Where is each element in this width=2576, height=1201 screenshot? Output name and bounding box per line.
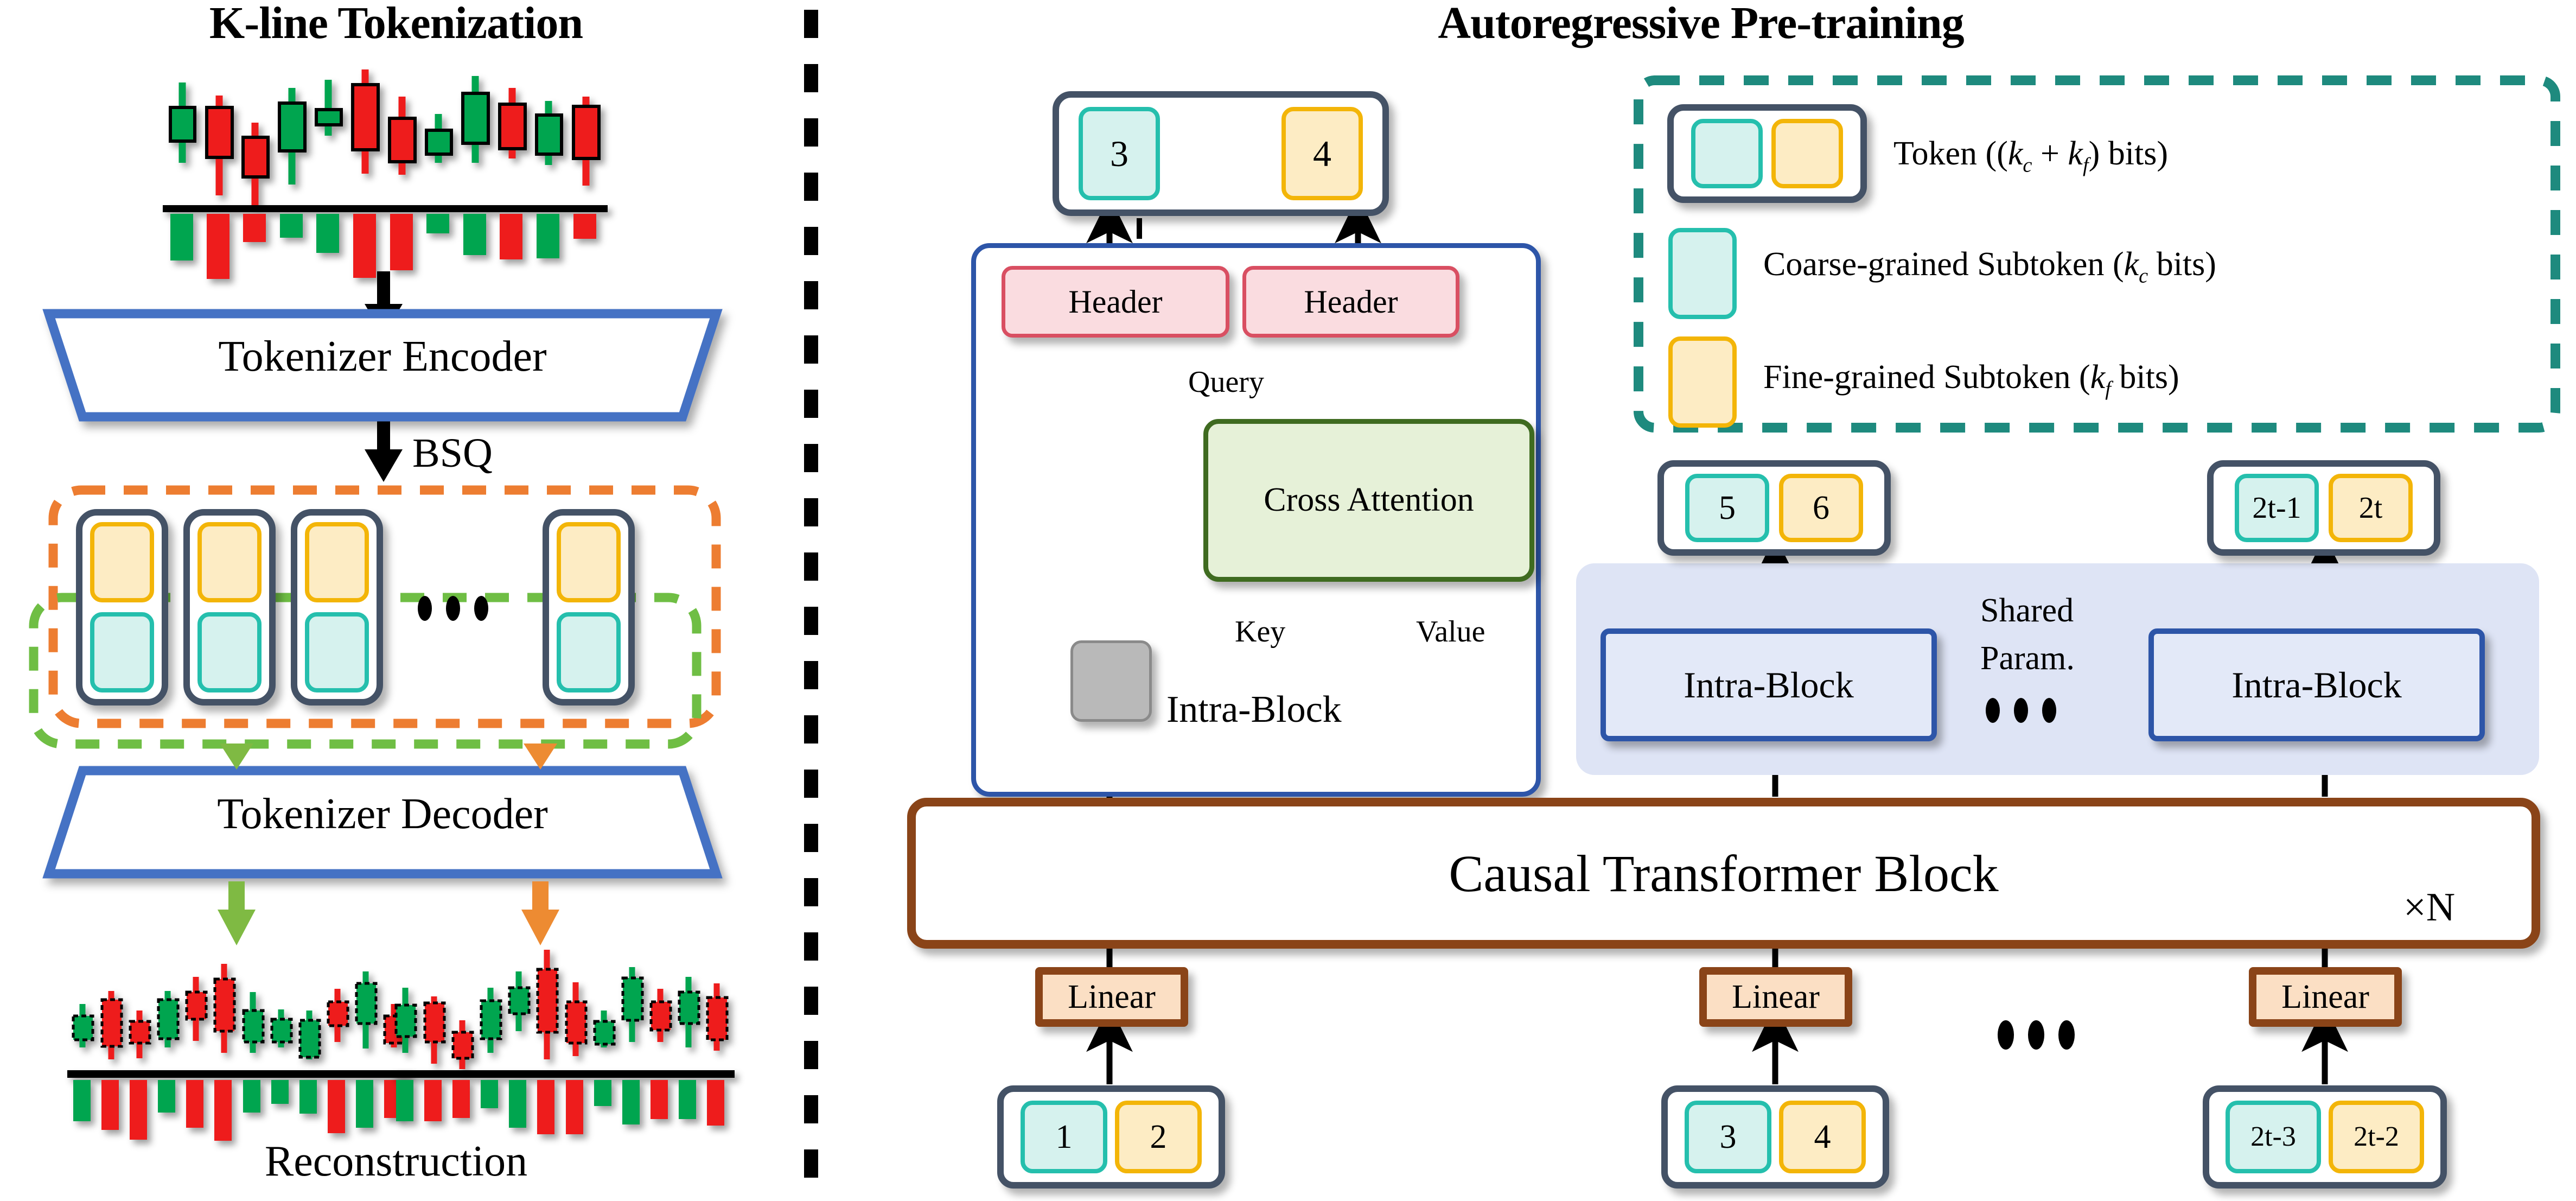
linear-row-ellipsis	[1998, 1020, 2075, 1050]
coarse-subtoken: 2t-1	[2235, 474, 2319, 542]
input-token-2[interactable]: 3 4	[1661, 1085, 1889, 1189]
coarse-subtoken	[90, 612, 154, 692]
linear-box-1[interactable]: Linear	[1035, 967, 1188, 1027]
fine-subtoken: 4	[1779, 1101, 1866, 1173]
coarse-subtoken: 1	[1021, 1101, 1107, 1173]
reconstruction-chart-right	[392, 950, 735, 1134]
token-column-2[interactable]	[183, 509, 276, 706]
shared-output-token-1[interactable]: 5 6	[1657, 460, 1891, 556]
coarse-subtoken	[305, 612, 369, 692]
value-label: Value	[1416, 615, 1485, 649]
full-token-group-dash	[48, 485, 721, 728]
coarse-subtoken	[1691, 119, 1763, 188]
legend-dashed-border	[1634, 75, 2560, 433]
input-kline-chart	[163, 69, 608, 279]
query-label: Query	[1188, 365, 1264, 399]
shared-param-label-line2: Param.	[1980, 640, 2075, 677]
intra-block-caption: Intra-Block	[1166, 689, 1342, 730]
causal-transformer-block[interactable]: Causal Transformer Block	[907, 798, 2540, 949]
fine-subtoken: 2t-2	[2329, 1101, 2424, 1173]
coarse-subtoken: 2t-3	[2226, 1101, 2321, 1173]
key-label: Key	[1235, 615, 1286, 649]
intra-block-state-node	[1070, 640, 1152, 722]
linear-box-2[interactable]: Linear	[1699, 967, 1852, 1027]
fine-subtoken	[90, 522, 154, 602]
token-column-n[interactable]	[543, 509, 635, 706]
coarse-subtoken	[197, 612, 262, 692]
shared-blocks-ellipsis	[1986, 698, 2056, 723]
left-panel-title: K-line Tokenization	[209, 0, 583, 48]
legend-label-coarse: Coarse-grained Subtoken (kc bits)	[1763, 246, 2216, 288]
header-box-right[interactable]: Header	[1242, 266, 1459, 338]
shared-intra-block-2[interactable]: Intra-Block	[2148, 628, 2485, 741]
tokenizer-decoder-label: Tokenizer Decoder	[217, 790, 548, 838]
fine-subtoken	[305, 522, 369, 602]
arrow-coarse-to-decoder	[220, 744, 253, 770]
tokenizer-decoder-shape	[42, 766, 723, 879]
reconstruction-label: Reconstruction	[264, 1138, 528, 1185]
shared-output-token-2[interactable]: 2t-1 2t	[2207, 460, 2440, 556]
arrow-decoder-to-recon-right	[521, 881, 559, 945]
shared-param-label-line1: Shared	[1980, 592, 2074, 629]
legend-swatch-coarse	[1668, 228, 1737, 319]
output-coarse-subtoken: 3	[1079, 107, 1160, 200]
fine-subtoken: 6	[1779, 474, 1863, 542]
legend-swatch-token	[1667, 104, 1867, 203]
legend-swatch-fine	[1668, 336, 1737, 428]
output-fine-subtoken: 4	[1281, 107, 1363, 200]
coarse-subtoken: 3	[1685, 1101, 1771, 1173]
linear-box-3[interactable]: Linear	[2249, 967, 2402, 1027]
input-token-3[interactable]: 2t-3 2t-2	[2203, 1085, 2447, 1189]
causal-transformer-label: Causal Transformer Block	[1449, 844, 1999, 903]
tokenizer-encoder-shape	[42, 309, 723, 422]
output-token-box[interactable]: 3 4	[1053, 91, 1389, 216]
reconstruction-chart-left	[67, 964, 410, 1141]
transformer-repeat-count: ×N	[2403, 885, 2456, 930]
coarse-subtoken: 5	[1685, 474, 1769, 542]
fine-subtoken	[1771, 119, 1843, 188]
left-token-ellipsis	[418, 596, 488, 621]
legend-label-token: Token ((kc + kf) bits)	[1893, 135, 2169, 177]
right-panel-title: Autoregressive Pre-training	[1438, 0, 1964, 48]
fine-subtoken	[557, 522, 621, 602]
fine-subtoken: 2	[1115, 1101, 1202, 1173]
token-column-3[interactable]	[291, 509, 383, 706]
cross-attention-box[interactable]: Cross Attention	[1203, 419, 1534, 582]
shared-intra-block-1[interactable]: Intra-Block	[1601, 628, 1937, 741]
tokenizer-encoder-label: Tokenizer Encoder	[218, 333, 547, 380]
arrow-decoder-to-recon-left	[218, 881, 256, 945]
bsq-label: BSQ	[412, 430, 493, 476]
arrow-full-to-decoder	[524, 744, 557, 770]
fine-subtoken	[197, 522, 262, 602]
arrow-bsq	[365, 421, 403, 482]
coarse-subtoken	[557, 612, 621, 692]
token-column-1[interactable]	[76, 509, 168, 706]
legend-label-fine: Fine-grained Subtoken (kf bits)	[1763, 359, 2179, 401]
input-token-1[interactable]: 1 2	[997, 1085, 1225, 1189]
header-box-left[interactable]: Header	[1002, 266, 1229, 338]
fine-subtoken: 2t	[2329, 474, 2413, 542]
